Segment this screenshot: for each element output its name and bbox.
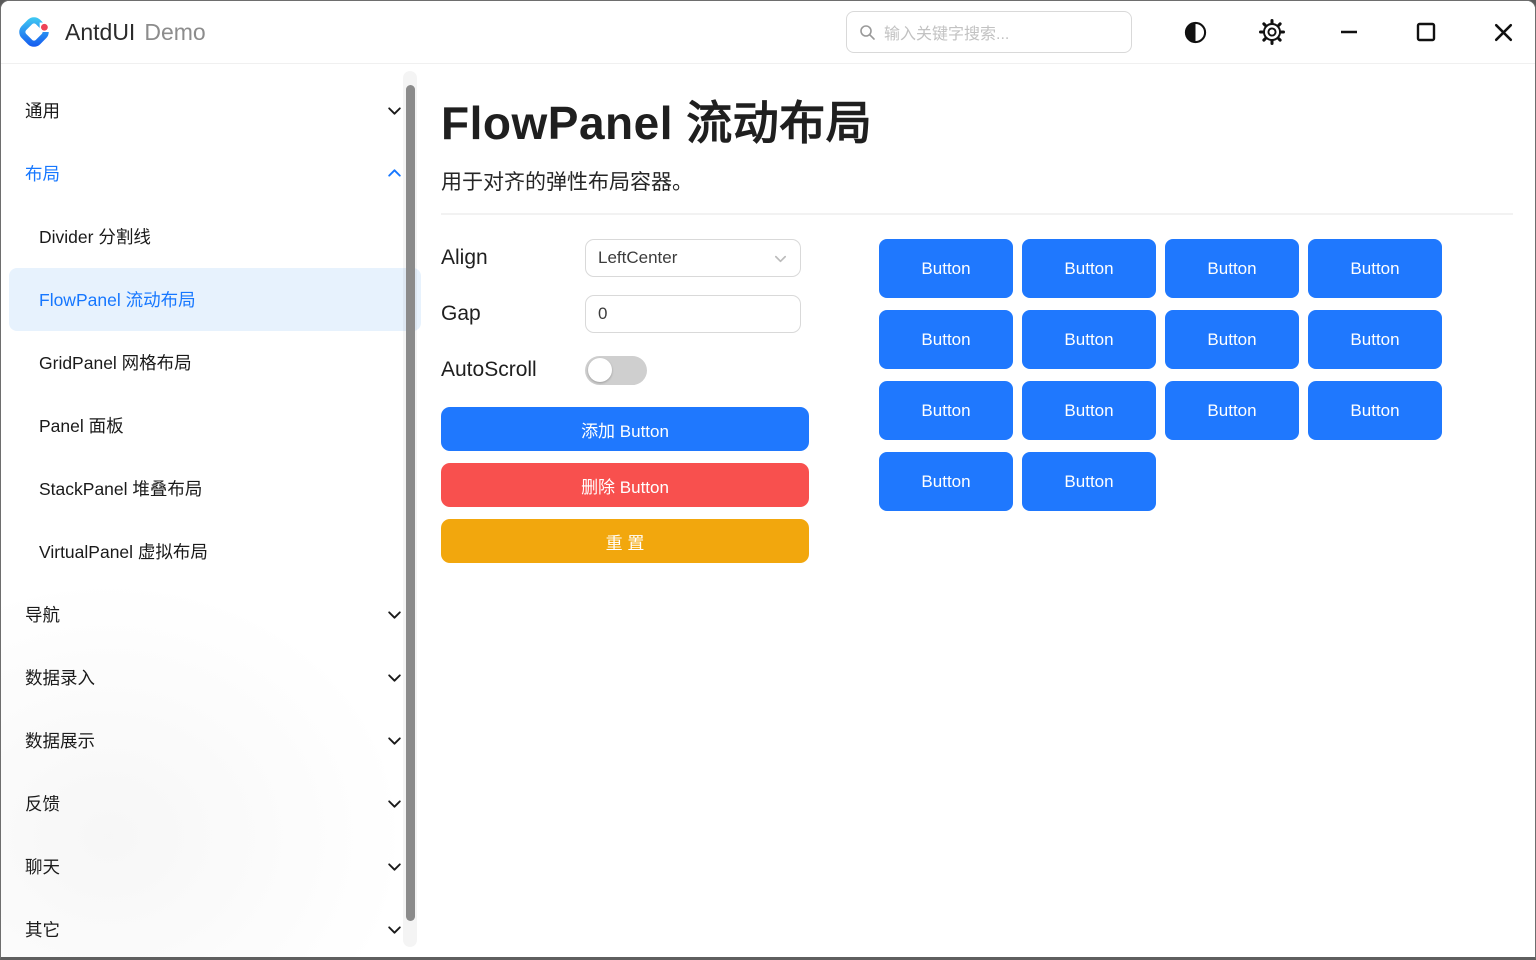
sidebar-item-stackpanel[interactable]: StackPanel 堆叠布局 [39, 479, 203, 499]
chevron-down-icon [386, 669, 403, 686]
flow-button[interactable]: Button [879, 452, 1013, 511]
page-subtitle: 用于对齐的弹性布局容器。 [441, 171, 693, 194]
flow-button[interactable]: Button [1022, 452, 1156, 511]
search-input[interactable]: 输入关键字搜索... [846, 11, 1132, 53]
flow-button[interactable]: Button [1308, 310, 1442, 369]
flow-button[interactable]: Button [1165, 239, 1299, 298]
sidebar-item-gridpanel[interactable]: GridPanel 网格布局 [39, 353, 192, 373]
app-subtitle: Demo [144, 18, 206, 45]
page-title: FlowPanel 流动布局 [441, 97, 873, 149]
section-divider [441, 213, 1513, 215]
sidebar: 通用 布局 Divider 分割线 FlowPanel 流动布局 GridPan… [1, 65, 433, 957]
sidebar-item-virtualpanel[interactable]: VirtualPanel 虚拟布局 [39, 542, 208, 562]
gap-input-value: 0 [598, 304, 608, 323]
flow-button[interactable]: Button [1022, 239, 1156, 298]
chevron-down-icon [386, 606, 403, 623]
align-select[interactable]: LeftCenter [585, 239, 801, 277]
chevron-down-icon [386, 102, 403, 119]
sidebar-item-flowpanel[interactable]: FlowPanel 流动布局 [9, 268, 421, 331]
sidebar-item-divider[interactable]: Divider 分割线 [39, 227, 151, 247]
flow-button[interactable]: Button [1165, 310, 1299, 369]
add-button[interactable]: 添加 Button [441, 407, 809, 451]
sidebar-group-data-entry[interactable]: 数据录入 [9, 646, 421, 709]
gap-input[interactable]: 0 [585, 295, 801, 333]
sidebar-item-panel[interactable]: Panel 面板 [39, 416, 124, 436]
flow-button[interactable]: Button [1022, 310, 1156, 369]
align-label: Align [441, 246, 488, 269]
minimize-button[interactable] [1335, 18, 1363, 46]
align-select-value: LeftCenter [598, 248, 678, 267]
autoscroll-label: AutoScroll [441, 358, 537, 381]
flow-button[interactable]: Button [1022, 381, 1156, 440]
chevron-down-icon [386, 732, 403, 749]
flow-panel: Button Button Button Button Button Butto… [874, 239, 1474, 563]
autoscroll-toggle[interactable] [585, 355, 647, 385]
sidebar-group-navigation[interactable]: 导航 [9, 583, 421, 646]
chevron-down-icon [386, 795, 403, 812]
sidebar-group-other[interactable]: 其它 [9, 898, 421, 957]
gap-label: Gap [441, 302, 481, 325]
flow-button[interactable]: Button [1165, 381, 1299, 440]
app-logo-icon [17, 15, 51, 49]
delete-button[interactable]: 删除 Button [441, 463, 809, 507]
settings-gear-button[interactable] [1258, 18, 1286, 46]
flow-button[interactable]: Button [1308, 381, 1442, 440]
sidebar-group-chat[interactable]: 聊天 [9, 835, 421, 898]
sidebar-scrollbar[interactable] [403, 71, 417, 947]
flow-button[interactable]: Button [1308, 239, 1442, 298]
sidebar-group-general[interactable]: 通用 [9, 79, 421, 142]
demo-controls: Align LeftCenter Gap 0 [441, 239, 809, 563]
main-content: FlowPanel 流动布局 用于对齐的弹性布局容器。 Align LeftCe… [433, 65, 1535, 957]
sidebar-group-data-display[interactable]: 数据展示 [9, 709, 421, 772]
toggle-knob [588, 358, 612, 382]
sidebar-group-feedback[interactable]: 反馈 [9, 772, 421, 835]
sidebar-group-layout[interactable]: 布局 [9, 142, 421, 205]
reset-button[interactable]: 重 置 [441, 519, 809, 563]
chevron-down-icon [773, 251, 788, 266]
chevron-up-icon [386, 165, 403, 182]
flow-button[interactable]: Button [879, 310, 1013, 369]
flow-button[interactable]: Button [879, 239, 1013, 298]
app-name: AntdUI [65, 18, 136, 45]
titlebar: AntdUI Demo 输入关键字搜索... [1, 1, 1535, 64]
search-icon [859, 24, 876, 41]
chevron-down-icon [386, 858, 403, 875]
theme-toggle-button[interactable] [1181, 18, 1209, 46]
chevron-down-icon [386, 921, 403, 938]
close-button[interactable] [1489, 18, 1517, 46]
sidebar-scrollbar-thumb[interactable] [405, 85, 415, 921]
maximize-button[interactable] [1412, 18, 1440, 46]
flow-button[interactable]: Button [879, 381, 1013, 440]
app-title: AntdUI Demo [65, 19, 206, 46]
search-placeholder: 输入关键字搜索... [884, 26, 1010, 43]
